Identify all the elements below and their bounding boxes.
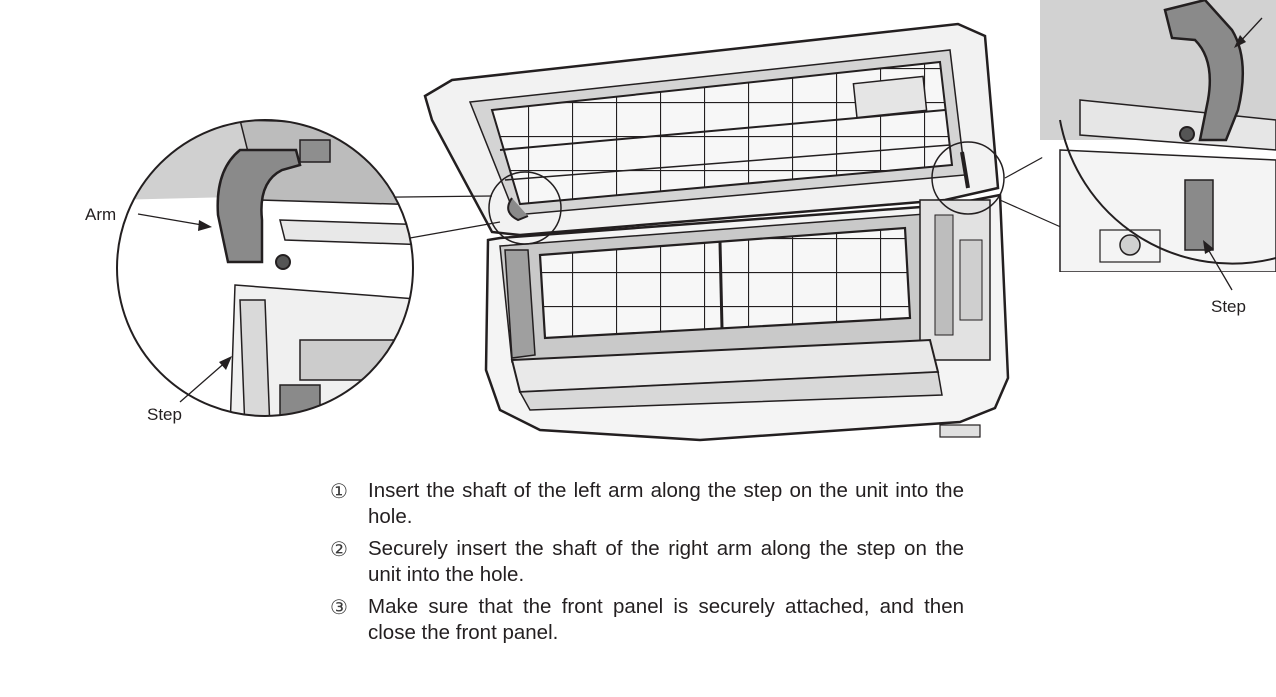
right-arm-callout-circle: [931, 141, 1005, 215]
step-number: ②: [330, 537, 348, 561]
instruction-step-1: ① Insert the shaft of the left arm along…: [330, 478, 964, 530]
air-conditioner-illustration: [116, 0, 1276, 442]
step-text: Make sure that the front panel is secure…: [368, 595, 964, 644]
instruction-step-3: ③ Make sure that the front panel is secu…: [330, 594, 964, 646]
step-number: ③: [330, 595, 348, 619]
step-label-left: Step: [147, 405, 182, 424]
instruction-list: ① Insert the shaft of the left arm along…: [330, 478, 964, 652]
indoor-unit: [423, 22, 1010, 442]
left-arm-detail: [116, 119, 501, 417]
step-text: Securely insert the shaft of the right a…: [368, 537, 964, 586]
step-label-right: Step: [1211, 297, 1246, 316]
right-arm-detail: [999, 0, 1276, 291]
step-number: ①: [330, 479, 348, 503]
unit-body: [484, 193, 1010, 442]
front-panel: [423, 22, 1000, 237]
step-text: Insert the shaft of the left arm along t…: [368, 479, 964, 528]
instruction-step-2: ② Securely insert the shaft of the right…: [330, 536, 964, 588]
left-arm-callout-circle: [488, 171, 562, 245]
arm-label: Arm: [85, 205, 117, 224]
